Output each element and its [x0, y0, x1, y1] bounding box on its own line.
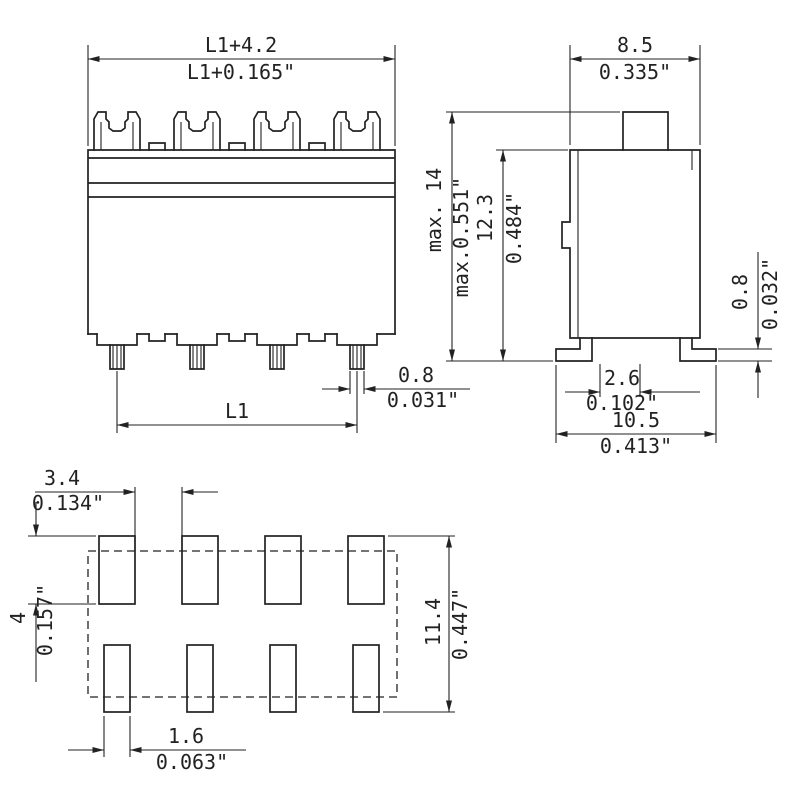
dim-pin-width: 0.8 0.031" [322, 363, 470, 412]
dim-overall-width: L1+4.2 L1+0.165" [87, 33, 396, 146]
side-view-part [555, 111, 717, 362]
dim-l1-label: L1 [225, 399, 249, 423]
pad [269, 644, 297, 713]
dim-foot-length: 2.6 0.102" [565, 364, 700, 415]
dim-max-height-in-label: max.0.551" [449, 177, 473, 297]
dim-span: 11.4 0.447" [383, 535, 472, 713]
front-view: L1+4.2 L1+0.165" 0.8 0.031" L1 [87, 33, 470, 433]
dim-total-depth-in-label: 0.413" [600, 434, 672, 458]
dim-total-depth: 10.5 0.413" [555, 365, 717, 458]
dim-overall-mm-label: L1+4.2 [205, 33, 277, 57]
dim-height: 12.3 0.484" [473, 149, 568, 361]
pad [181, 535, 219, 605]
front-clamps [93, 111, 381, 151]
dim-max-height-mm-label: max. 14 [422, 168, 446, 252]
dim-height-in-label: 0.484" [502, 192, 526, 264]
dim-overall-in-label: L1+0.165" [187, 60, 295, 84]
dim-l1: L1 [116, 371, 358, 433]
footprint-part [87, 535, 398, 713]
pad [186, 644, 214, 713]
dim-pad-gap: 3.4 0.134" [32, 466, 218, 550]
dim-pin-width-mm-label: 0.8 [398, 363, 434, 387]
dim-depth: 8.5 0.335" [569, 33, 701, 145]
dim-height-mm-label: 12.3 [473, 194, 497, 242]
footprint-outline [87, 550, 398, 698]
pad [264, 535, 302, 605]
dim-pad-length-in-label: 0.157" [33, 584, 57, 656]
dim-span-in-label: 0.447" [448, 588, 472, 660]
footprint-view: 3.4 0.134" 4 0.157" 11.4 0.447" 1.6 0.06… [6, 466, 472, 774]
dim-pad-width-in-label: 0.063" [156, 750, 228, 774]
pad [347, 535, 385, 605]
front-pins [109, 344, 365, 370]
dim-foot-length-in-label: 0.102" [586, 391, 658, 415]
dim-pin-width-in-label: 0.031" [387, 388, 459, 412]
dim-pad-length-mm-label: 4 [6, 612, 30, 624]
dim-pad-length: 4 0.157" [6, 502, 96, 682]
dim-max-height: max. 14 max.0.551" [422, 111, 620, 362]
side-feet [555, 337, 717, 362]
front-view-part [87, 111, 396, 370]
dim-foot-thickness: 0.8 0.032" [718, 252, 782, 398]
dim-total-depth-mm-label: 10.5 [612, 408, 660, 432]
dim-foot-length-mm-label: 2.6 [604, 366, 640, 390]
dim-pad-gap-in-label: 0.134" [32, 491, 104, 515]
side-view: 8.5 0.335" max. 14 max.0.551" 12.3 0.484… [422, 33, 782, 458]
pad [103, 644, 131, 713]
dim-pad-gap-mm-label: 3.4 [44, 466, 80, 490]
dim-foot-thickness-mm-label: 0.8 [728, 274, 752, 310]
pad [352, 644, 380, 713]
dim-depth-in-label: 0.335" [599, 60, 671, 84]
dim-depth-mm-label: 8.5 [617, 33, 653, 57]
dim-foot-thickness-in-label: 0.032" [758, 258, 782, 330]
dim-span-mm-label: 11.4 [421, 598, 445, 646]
dim-pad-width-mm-label: 1.6 [168, 724, 204, 748]
pad [98, 535, 136, 605]
dim-pad-width: 1.6 0.063" [68, 716, 246, 774]
